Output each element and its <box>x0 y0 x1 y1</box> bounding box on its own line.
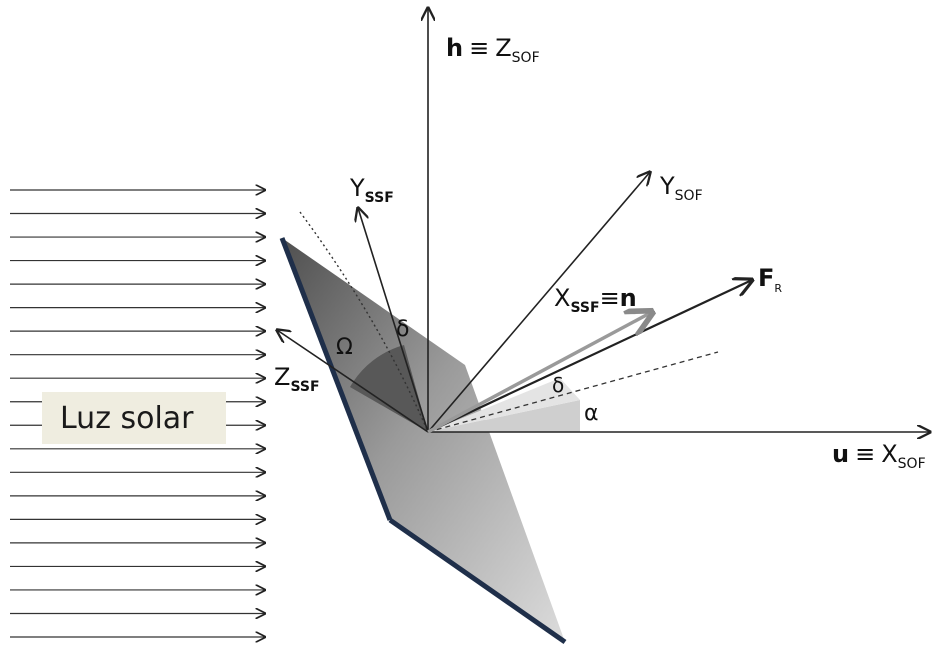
solar-sail <box>279 237 567 645</box>
sail-plane-dotted-line <box>299 211 429 433</box>
sunlight-label: Luz solar <box>60 401 194 436</box>
sail-edge-left <box>279 237 393 521</box>
normal-vector <box>427 312 652 434</box>
z-sof-label: h≡ZSOF <box>446 34 540 66</box>
z-ssf-axis <box>277 330 429 433</box>
z-ssf-label: ZSSF <box>274 363 320 395</box>
y-sof-label: YSOF <box>659 172 703 204</box>
delta-angle-wedge-lower <box>428 378 580 432</box>
y-sof-axis <box>427 172 650 433</box>
force-vector <box>427 280 752 433</box>
x-sof-label: u≡XSOF <box>832 440 926 472</box>
x-ssf-label: XSSF≡n <box>554 284 637 316</box>
sail-edge-bottom <box>388 517 567 645</box>
omega-angle-wedge <box>350 345 428 432</box>
y-ssf-axis <box>358 208 429 433</box>
force-label: FR <box>758 264 782 295</box>
delta-label-upper: δ <box>396 317 409 342</box>
y-ssf-label: YSSF <box>349 174 394 206</box>
sunlight-label-box: Luz solar <box>42 392 226 444</box>
delta-label-lower: δ <box>552 373 564 397</box>
omega-label: Ω <box>336 335 353 360</box>
alpha-label: α <box>584 401 599 426</box>
